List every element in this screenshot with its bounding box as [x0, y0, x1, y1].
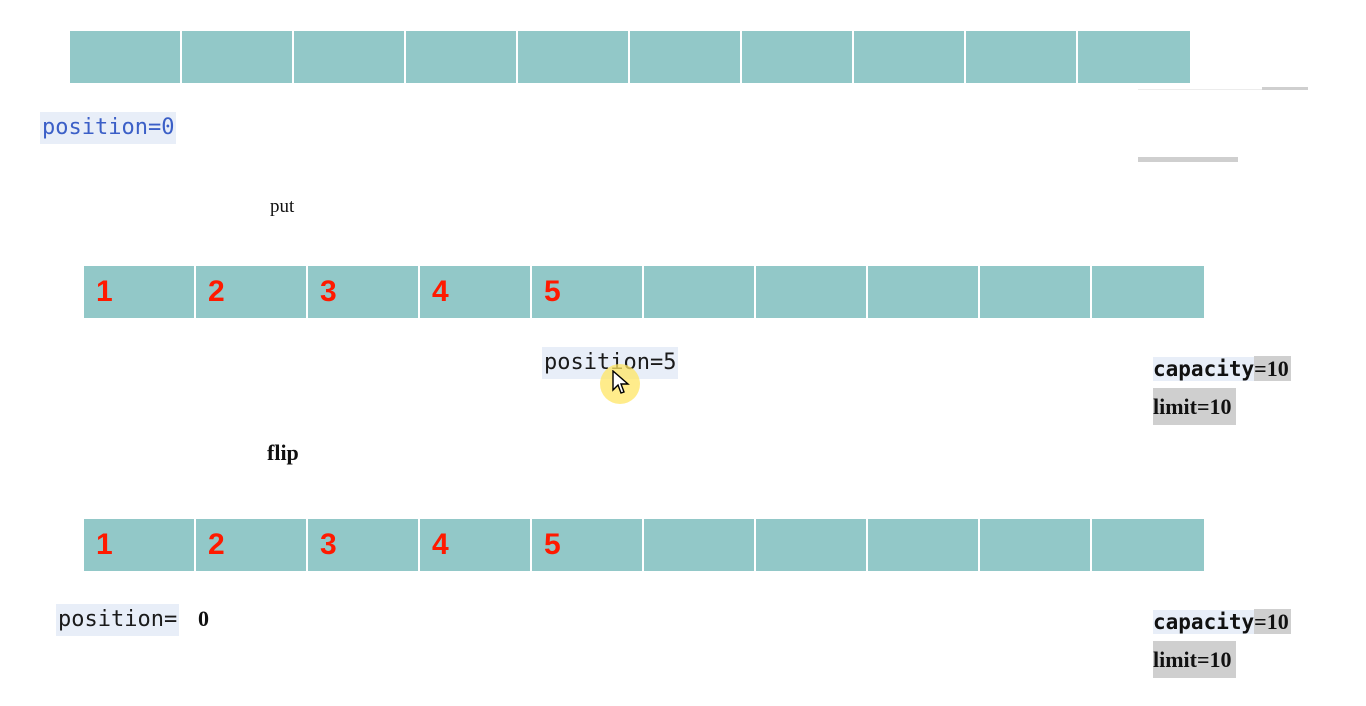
- buffer-cell: [868, 266, 980, 318]
- position-label-after-put: position=5: [542, 347, 679, 379]
- buffer-cell: [980, 266, 1092, 318]
- position-label-initial: position=0: [40, 112, 177, 144]
- buffer-cell: 5: [532, 266, 644, 318]
- buffer-cell: [854, 31, 966, 83]
- buffer-cell: [644, 266, 756, 318]
- buffer-initial: [70, 31, 1190, 83]
- flip-label: flip: [267, 440, 299, 465]
- buffer-cell: 1: [84, 266, 196, 318]
- buffer-cell: 2: [196, 266, 308, 318]
- buffer-cell: [406, 31, 518, 83]
- buffer-cell: 3: [308, 519, 420, 571]
- buffer-cell: [630, 31, 742, 83]
- capacity-block-after-put: capacity=10 limit=10: [1153, 350, 1291, 425]
- buffer-cell: [980, 519, 1092, 571]
- buffer-cell: 5: [532, 519, 644, 571]
- capacity-line: capacity=10: [1153, 356, 1291, 381]
- put-label: put: [270, 196, 295, 217]
- buffer-cell: 3: [308, 266, 420, 318]
- buffer-cell: [70, 31, 182, 83]
- buffer-cell: [742, 31, 854, 83]
- buffer-cell: [294, 31, 406, 83]
- buffer-cell: [756, 266, 868, 318]
- buffer-cell: 4: [420, 266, 532, 318]
- buffer-cell: [868, 519, 980, 571]
- limit-line: limit=10: [1153, 641, 1236, 678]
- cursor-highlight: [600, 364, 640, 404]
- buffer-cell: 2: [196, 519, 308, 571]
- buffer-cell: 4: [420, 519, 532, 571]
- buffer-cell: [644, 519, 756, 571]
- divider-line: [1138, 157, 1238, 162]
- buffer-cell: [756, 519, 868, 571]
- limit-line: limit=10: [1153, 388, 1236, 425]
- position-value-after-flip: 0: [198, 606, 209, 631]
- buffer-cell: [1078, 31, 1190, 83]
- buffer-cell: [1092, 266, 1204, 318]
- capacity-block-after-flip: capacity=10 limit=10: [1153, 603, 1291, 678]
- move-cursor-icon: [612, 370, 630, 394]
- buffer-cell: [518, 31, 630, 83]
- capacity-line: capacity=10: [1153, 609, 1291, 634]
- buffer-cell: 1: [84, 519, 196, 571]
- buffer-cell: [966, 31, 1078, 83]
- buffer-cell: [1092, 519, 1204, 571]
- position-label-after-flip: position=: [56, 604, 180, 636]
- buffer-cell: [182, 31, 294, 83]
- divider-line: [1262, 87, 1308, 90]
- buffer-after-flip: 1 2 3 4 5: [84, 519, 1204, 571]
- buffer-after-put: 1 2 3 4 5: [84, 266, 1204, 318]
- divider-line: [1138, 89, 1262, 90]
